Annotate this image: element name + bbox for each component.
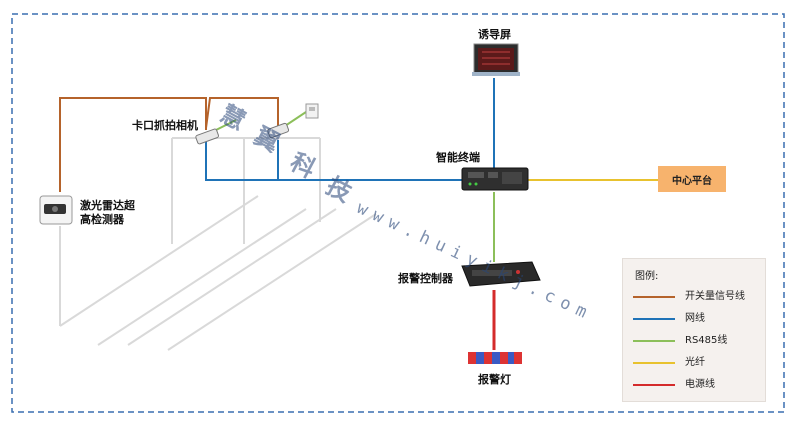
network-line-camera	[205, 140, 462, 181]
switch-signal-line	[59, 97, 279, 192]
alarm-controller-label: 报警控制器	[398, 272, 453, 285]
radar-label-line1: 激光雷达超	[80, 199, 135, 212]
diagram-border	[11, 13, 785, 413]
legend-item: 电源线	[633, 377, 763, 393]
terminal-label: 智能终端	[436, 151, 480, 164]
center-platform-label: 中心平台	[672, 175, 712, 187]
legend-swatch	[633, 384, 675, 386]
legend-item: 开关量信号线	[633, 289, 763, 305]
guide-screen-device	[472, 43, 520, 76]
legend-label: 光纤	[685, 357, 705, 368]
alarm-controller-device	[461, 261, 541, 287]
legend-swatch	[633, 318, 675, 320]
legend-box: 图例: 开关量信号线 网线 RS485线 光纤 电源线	[622, 258, 766, 402]
legend-item: RS485线	[633, 333, 763, 349]
radar-label-line2: 高检测器	[80, 213, 124, 226]
camera-label: 卡口抓拍相机	[132, 119, 198, 132]
alarm-light-label: 报警灯	[478, 373, 511, 386]
smart-terminal-device	[461, 167, 529, 191]
legend-label: 电源线	[685, 379, 715, 390]
legend-title: 图例:	[635, 271, 659, 282]
alarm-light-device	[468, 352, 522, 364]
legend-item: 光纤	[633, 355, 763, 371]
legend-label: 开关量信号线	[685, 291, 745, 302]
sensor-device	[305, 103, 319, 119]
center-platform-box: 中心平台	[658, 166, 726, 192]
legend-item: 网线	[633, 311, 763, 327]
legend-swatch	[633, 340, 675, 342]
guide-screen-label: 诱导屏	[478, 28, 511, 41]
legend-swatch	[633, 296, 675, 298]
road-structure	[59, 137, 377, 351]
legend-label: 网线	[685, 313, 705, 324]
camera-device	[195, 122, 290, 145]
legend-label: RS485线	[685, 335, 728, 346]
legend-swatch	[633, 362, 675, 364]
laser-radar-device	[39, 195, 73, 225]
